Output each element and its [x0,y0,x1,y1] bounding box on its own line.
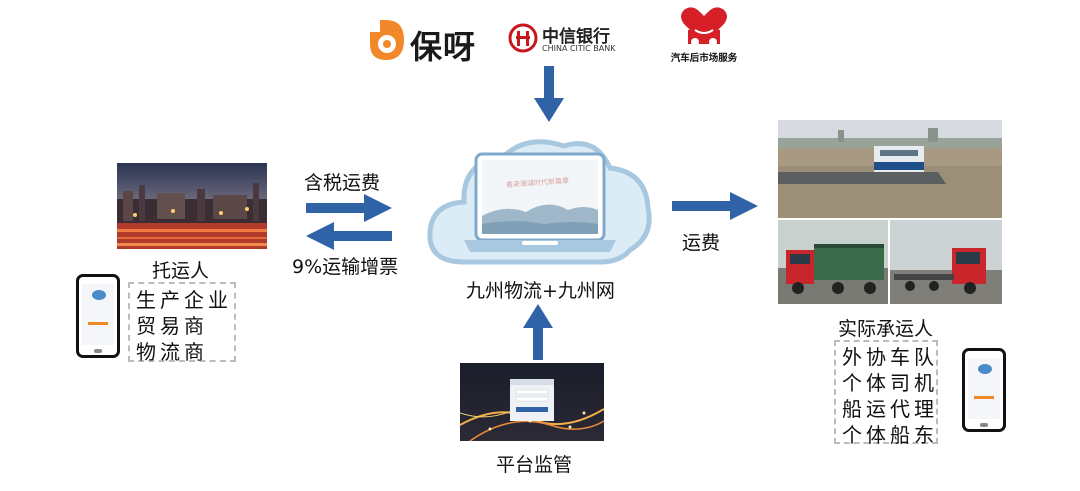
carrier-type-item: 个体船东 [842,423,938,447]
shipper-types-box: 生产企业 贸易商 物流商 [128,282,236,364]
shipper-phone [76,274,120,358]
carrier-phone [962,348,1006,432]
supervision-to-platform-arrow [523,304,553,360]
baoya-logo: 保呀 [366,18,478,66]
platform-label: 九州物流+九州网 [466,280,615,302]
partners-to-platform-arrow [534,66,564,122]
freight-with-tax-label: 含税运费 [304,172,381,194]
laptop-icon [464,152,616,252]
truck-photo-1 [778,220,888,304]
supervision-screen-photo [460,363,604,441]
auto-service-label: 汽车后市场服务 [670,53,738,64]
carrier-label: 实际承运人 [838,318,934,340]
carrier-types-box: 外协车队 个体司机 船运代理 个体船东 [834,340,938,447]
freight-label: 运费 [682,232,721,254]
invoice-left-arrow [306,222,392,250]
carrier-type-item: 外协车队 [842,345,938,369]
freight-right-arrow [306,194,392,222]
shipper-type-item: 贸易商 [136,314,208,338]
shipper-label: 托运人 [152,260,210,282]
auto-service-logo: 汽车后市场服务 [664,6,744,64]
auto-service-logo-icon [681,7,727,46]
cargo-ship-photo [778,120,1002,218]
phone-icon [94,349,102,353]
supervision-label: 平台监管 [496,454,573,476]
shipper-type-item: 生产企业 [136,288,232,312]
shipper-type-item: 物流商 [136,340,208,364]
industrial-plant-photo [117,163,267,249]
citic-bank-logo: 中信银行 CHINA CITIC BANK [508,22,618,56]
citic-bank-name-en: CHINA CITIC BANK [542,44,616,53]
carrier-type-item: 船运代理 [842,397,938,421]
platform-to-carrier-arrow [672,192,758,220]
phone-icon [980,423,988,427]
truck-photo-2 [890,220,1002,304]
vat-invoice-label: 9%运输增票 [292,256,399,278]
carrier-type-item: 个体司机 [842,371,938,395]
baoya-logo-text: 保呀 [410,28,477,66]
citic-bank-logo-icon [508,23,538,53]
citic-bank-name-cn: 中信银行 [542,27,610,47]
baoya-logo-icon [370,20,404,60]
phone-screen [968,358,1000,419]
phone-screen [82,284,114,345]
